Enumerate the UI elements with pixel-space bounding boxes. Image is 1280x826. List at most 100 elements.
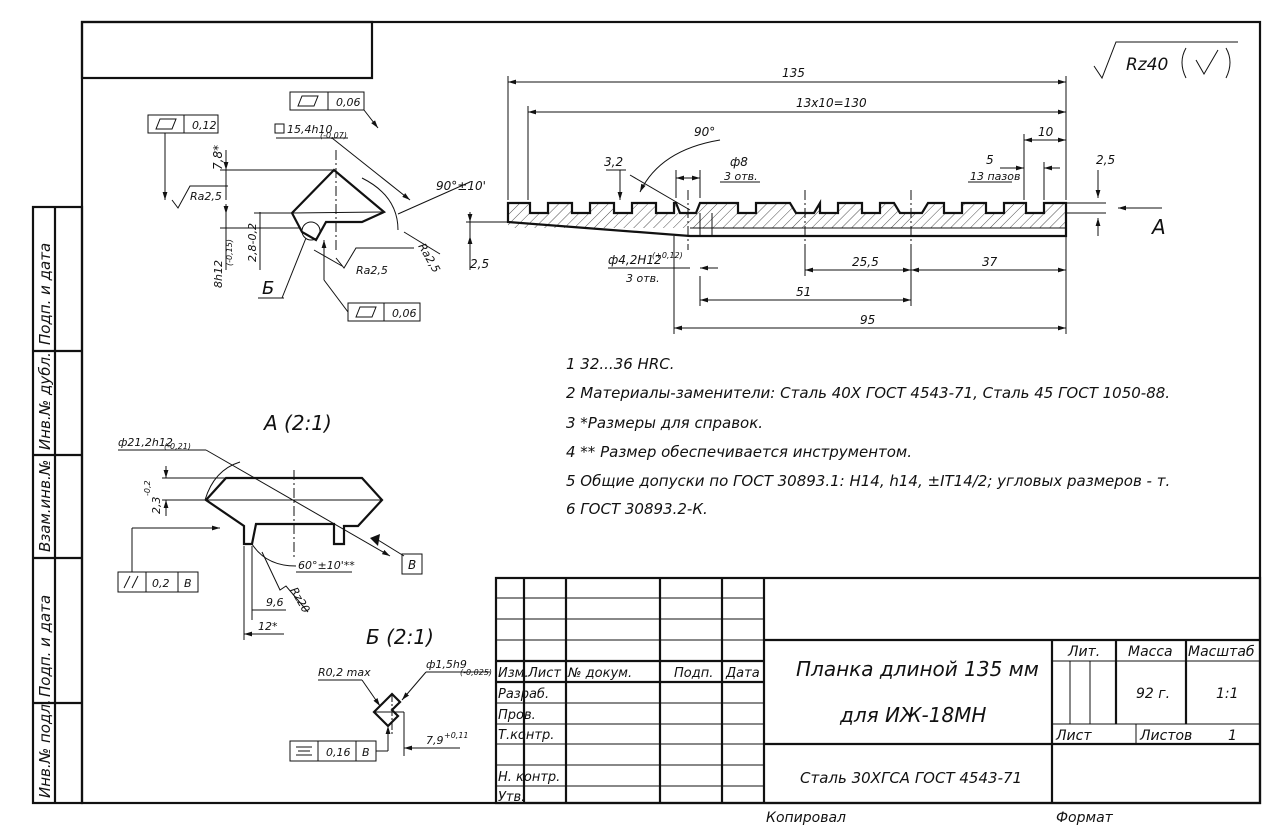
flatness-006-top: 0,06 xyxy=(336,96,361,109)
detail-b-profile xyxy=(372,692,402,728)
dim-5: 5 xyxy=(986,153,994,167)
ra-left: Ra2,5 xyxy=(190,190,222,203)
tb-mass-label: Масса xyxy=(1128,644,1173,660)
detail-a-96: 9,6 xyxy=(266,596,284,609)
side-label-1: Подп. и дата xyxy=(36,243,54,345)
note-3: 3 *Размеры для справок. xyxy=(566,414,763,432)
note-6: 6 ГОСТ 30893.2-К. xyxy=(566,500,708,518)
tb-title-2: для ИЖ-18МН xyxy=(839,703,986,727)
tb-list: Лист xyxy=(527,666,561,681)
tb-title-1: Планка длиной 135 мм xyxy=(796,657,1039,681)
callout-b: Б xyxy=(262,278,274,299)
dim-37: 37 xyxy=(982,255,998,269)
side-label-4: Подп. и дата xyxy=(36,595,54,697)
flatness-012: 0,12 xyxy=(192,119,217,132)
flatness-006-bottom: 0,06 xyxy=(392,307,417,320)
detail-a-diam: ф21,2h12 xyxy=(118,436,173,449)
note-1: 1 32...36 HRC. xyxy=(566,355,675,373)
tb-material: Сталь 30ХГСА ГОСТ 4543-71 xyxy=(800,769,1022,787)
detail-b-sym-datum: В xyxy=(362,746,370,759)
dim-2-8: 2,8-0,2 xyxy=(246,223,259,262)
rail-body xyxy=(508,203,1066,228)
detail-a-diam-tol: (-0,21) xyxy=(164,442,191,451)
dim-d4-2: ф4,2H12 xyxy=(608,253,662,267)
roughness-value: Rz40 xyxy=(1126,55,1168,75)
tb-row-prov: Пров. xyxy=(498,708,536,723)
detail-b-dim: 7,9 xyxy=(426,734,444,747)
dim-10: 10 xyxy=(1038,125,1054,139)
ra-bottom: Ra2,5 xyxy=(356,264,388,277)
detail-a-title: А (2:1) xyxy=(262,411,332,435)
dim-130: 13x10=130 xyxy=(796,96,867,110)
tb-podp: Подп. xyxy=(674,666,713,681)
section-profile xyxy=(290,168,387,242)
dim-d4-2-note: 3 отв. xyxy=(626,272,660,285)
frame xyxy=(31,20,1262,805)
detail-a-h: 2,3 xyxy=(150,497,163,515)
dim-3-2: 3,2 xyxy=(604,155,623,169)
notes: 1 32...36 HRC. 2 Материалы-заменители: С… xyxy=(566,355,1170,518)
tb-mass: 92 г. xyxy=(1136,686,1170,702)
dim-7-8: 7,8* xyxy=(211,145,225,170)
detail-b-dim-tol: +0,11 xyxy=(444,731,469,740)
detail-a-datum: В xyxy=(408,558,416,572)
tb-sheets-label: Листов xyxy=(1139,728,1192,744)
tb-doc: № докум. xyxy=(567,666,632,681)
side-label-2: Инв.№ дубл. xyxy=(36,352,54,450)
detail-a-angle: 60°±10'** xyxy=(298,559,355,572)
tb-row-nkontr: Н. контр. xyxy=(498,770,560,785)
note-4: 4 ** Размер обеспечивается инструментом. xyxy=(566,443,912,461)
dim-25-5: 25,5 xyxy=(852,255,879,269)
detail-a-rz: Rz20 xyxy=(287,585,312,615)
tb-row-razrab: Разраб. xyxy=(498,687,549,702)
ra-right: Ra2,5 xyxy=(415,241,442,275)
side-labels: Подп. и дата Инв.№ дубл. Взам.инв.№ Подп… xyxy=(36,243,54,798)
dim-2-5-right: 2,5 xyxy=(1096,153,1115,167)
note-5: 5 Общие допуски по ГОСТ 30893.1: H14, h1… xyxy=(566,472,1170,490)
main-view: 135 13x10=130 10 5 13 пазов 2,5 А 3,2 90… xyxy=(466,66,1166,334)
tb-izm: Изм. xyxy=(498,666,529,681)
dim-13-slots: 13 пазов xyxy=(970,170,1021,183)
detail-b-diam: ф1,5h9 xyxy=(426,658,467,671)
dim-90: 90° xyxy=(694,125,715,139)
tb-scale: 1:1 xyxy=(1216,686,1239,702)
tb-row-tkontr: Т.контр. xyxy=(498,728,554,743)
tb-scale-label: Масштаб xyxy=(1188,644,1255,660)
dim-135: 135 xyxy=(782,66,805,80)
dim-d4-2-tol: (+0,12) xyxy=(652,251,683,260)
tb-copied: Копировал xyxy=(766,810,846,826)
detail-b-sym: 0,16 xyxy=(326,746,351,759)
width-15-4-tol: (-0,07) xyxy=(320,131,347,140)
dim-8h12: 8h12 xyxy=(212,260,225,288)
dim-51: 51 xyxy=(796,285,811,299)
detail-a-h-tol: -0,2 xyxy=(143,480,152,496)
dim-95: 95 xyxy=(860,313,875,327)
detail-a-parallel: 0,2 xyxy=(152,577,170,590)
side-label-5: Инв.№ подл. xyxy=(36,699,54,798)
detail-a-12: 12* xyxy=(258,620,278,633)
section-view: 0,12 0,06 15,4h10 (-0,07) 90°±10' 7,8* R… xyxy=(147,91,486,322)
view-a-label: А xyxy=(1150,215,1166,239)
detail-b: Б (2:1) R0,2 max ф1,5h9 (-0,025) 0,16 В … xyxy=(289,625,492,762)
width-15-4: 15,4h10 xyxy=(287,123,332,136)
tb-lit: Лит. xyxy=(1067,644,1100,660)
tb-sheet-label: Лист xyxy=(1055,728,1092,744)
dim-2-5-left: 2,5 xyxy=(470,257,489,271)
tb-format: Формат xyxy=(1056,810,1114,826)
tb-date: Дата xyxy=(725,666,760,681)
title-block: Изм. Лист № докум. Подп. Дата Разраб. Пр… xyxy=(494,576,1262,826)
dim-d8-note: 3 отв. xyxy=(724,170,758,183)
detail-b-title: Б (2:1) xyxy=(366,625,434,649)
dim-8h12-tol: (-0,15) xyxy=(225,239,234,266)
roughness-symbol: Rz40 xyxy=(1093,41,1238,80)
detail-a-parallel-datum: В xyxy=(184,577,192,590)
detail-a-profile xyxy=(204,476,384,546)
tb-sheets: 1 xyxy=(1228,728,1237,744)
tb-row-utv: Утв. xyxy=(498,790,525,805)
detail-b-diam-tol: (-0,025) xyxy=(460,668,492,677)
dim-d8: ф8 xyxy=(730,155,748,169)
detail-a: А (2:1) ф21,2h12 (-0,21) 2,3 -0,2 В 0,2 … xyxy=(117,411,423,640)
detail-b-radius: R0,2 max xyxy=(318,666,371,679)
note-2: 2 Материалы-заменители: Сталь 40Х ГОСТ 4… xyxy=(566,384,1170,402)
